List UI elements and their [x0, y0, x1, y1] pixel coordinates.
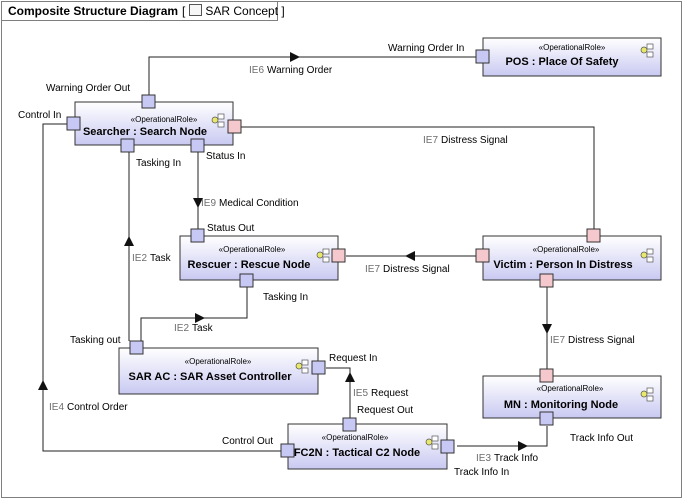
node-searcher-name: Searcher : Search Node [83, 126, 207, 138]
node-fc2n[interactable]: «OperationalRole» FC2N : Tactical C2 Nod… [287, 423, 448, 470]
node-sarac-name: SAR AC : SAR Asset Controller [129, 371, 293, 383]
port-victim-top[interactable] [586, 228, 601, 243]
port-mn-track-info-out[interactable] [539, 411, 554, 426]
port-searcher-status-in[interactable] [190, 138, 205, 153]
diagram-context-label: SAR Concept [205, 4, 279, 18]
node-searcher[interactable]: «OperationalRole» Searcher : Search Node [74, 101, 234, 146]
port-rescuer-status-out[interactable] [190, 228, 205, 243]
port-sarac-request-in[interactable] [311, 360, 326, 375]
port-mn-distress-in[interactable] [539, 368, 554, 383]
port-fc2n-track-info-in[interactable] [440, 439, 455, 454]
node-victim-name: Victim : Person In Distress [493, 259, 632, 271]
port-victim-left[interactable] [475, 248, 490, 263]
port-label-control-out: Control Out [222, 436, 273, 447]
arrow-ie4 [38, 380, 48, 390]
port-searcher-tasking-in[interactable] [120, 138, 135, 153]
port-label-tasking-out: Tasking out [70, 335, 121, 346]
arrow-ie7-rescuer [405, 251, 415, 261]
port-pos-warning-order-in[interactable] [475, 49, 490, 64]
node-rescuer-stereotype: «OperationalRole» [219, 245, 286, 254]
port-label-tasking-in-rescuer: Tasking In [263, 292, 308, 303]
arrow-ie6 [290, 52, 300, 62]
node-mn[interactable]: «OperationalRole» MN : Monitoring Node [482, 375, 662, 419]
node-victim-stereotype: «OperationalRole» [533, 245, 600, 254]
port-fc2n-request-out[interactable] [342, 417, 357, 432]
arrow-ie3 [518, 441, 528, 451]
node-victim[interactable]: «OperationalRole» Victim : Person In Dis… [482, 235, 662, 281]
node-sarac[interactable]: «OperationalRole» SAR AC : SAR Asset Con… [118, 347, 319, 395]
port-label-status-in: Status In [206, 151, 245, 162]
diagram-kind-label: Composite Structure Diagram [8, 4, 179, 18]
node-pos-stereotype: «OperationalRole» [539, 43, 606, 52]
arrow-ie9 [193, 198, 203, 208]
port-label-request-in: Request In [329, 353, 377, 364]
connector-ie2-right[interactable] [140, 287, 248, 341]
port-label-request-out: Request Out [357, 405, 413, 416]
port-victim-bottom[interactable] [539, 273, 554, 288]
port-label-warning-order-out: Warning Order Out [46, 83, 130, 94]
node-sarac-stereotype: «OperationalRole» [185, 357, 252, 366]
port-label-control-in: Control In [18, 110, 61, 121]
node-fc2n-name: FC2N : Tactical C2 Node [294, 447, 420, 459]
arrow-ie7-mn [542, 324, 552, 334]
node-rescuer[interactable]: «OperationalRole» Rescuer : Rescue Node [179, 235, 339, 281]
arrow-ie5 [345, 372, 355, 382]
composite-structure-icon [189, 4, 203, 16]
port-searcher-distress-in[interactable] [227, 119, 242, 134]
connector-ie6[interactable] [148, 56, 476, 95]
diagram-title-tab: Composite Structure Diagram [SAR Concept… [2, 2, 285, 21]
port-fc2n-control-out[interactable] [280, 443, 295, 458]
arrow-ie2-right [195, 313, 205, 323]
node-pos[interactable]: «OperationalRole» POS : Place Of Safety [482, 37, 662, 77]
diagram-context[interactable]: [SAR Concept ] [182, 4, 285, 18]
port-searcher-control-in[interactable] [66, 116, 81, 131]
node-fc2n-stereotype: «OperationalRole» [322, 433, 389, 442]
connector-ie7-searcher[interactable] [241, 126, 595, 229]
port-rescuer-distress-in[interactable] [331, 248, 346, 263]
port-searcher-warning-order-out[interactable] [141, 94, 156, 109]
port-sarac-tasking-out[interactable] [129, 340, 144, 355]
port-label-warning-order-in: Warning Order In [388, 43, 464, 54]
node-pos-name: POS : Place Of Safety [505, 56, 619, 68]
node-mn-stereotype: «OperationalRole» [537, 384, 604, 393]
connector-ie5[interactable] [326, 367, 351, 423]
port-label-status-out: Status Out [207, 223, 254, 234]
node-rescuer-name: Rescuer : Rescue Node [188, 259, 311, 271]
port-rescuer-tasking-in[interactable] [239, 273, 254, 288]
node-searcher-stereotype: «OperationalRole» [131, 115, 198, 124]
port-label-tasking-in-searcher: Tasking In [136, 158, 181, 169]
connector-ie4[interactable] [42, 123, 281, 452]
port-label-track-info-in: Track Info In [454, 467, 509, 478]
port-label-track-info-out: Track Info Out [570, 433, 633, 444]
connector-ie3[interactable] [457, 426, 548, 447]
arrow-ie2-up [124, 236, 134, 246]
node-mn-name: MN : Monitoring Node [504, 399, 618, 411]
